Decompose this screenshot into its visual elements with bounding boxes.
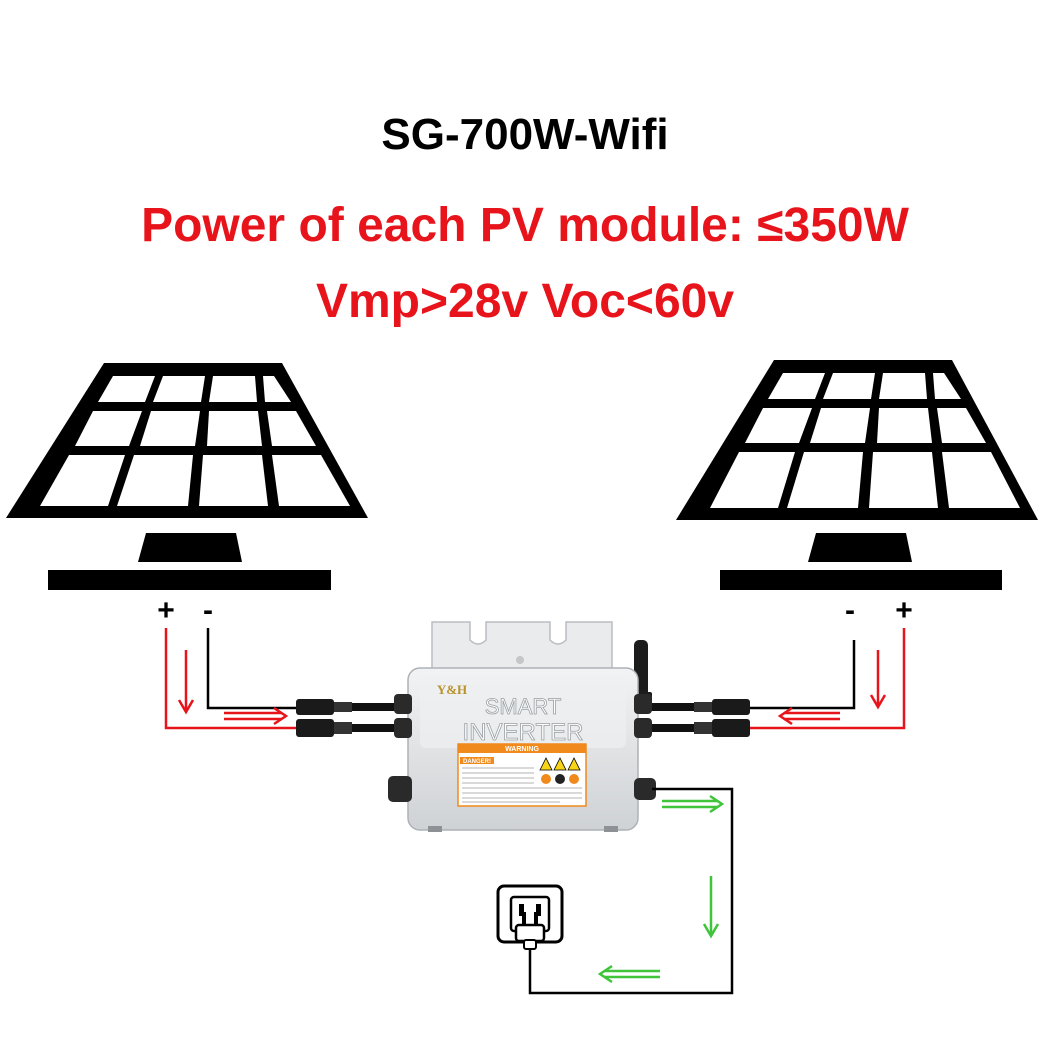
left-positive-wire [164,628,298,730]
inverter-label-line1: SMART [485,694,562,719]
left-plus-label: + [157,594,175,627]
right-dc-connectors [644,699,750,737]
right-positive-wire [748,628,906,730]
solar-panel-icon [6,363,368,590]
plug-icon [514,912,546,950]
model-title: SG-700W-Wifi [381,110,669,159]
left-minus-label: - [203,594,213,627]
right-plus-label: + [895,594,913,627]
spec-voltage: Vmp>28v Voc<60v [315,275,735,328]
solar-panel-icon [676,360,1038,590]
danger-label: DANGER! [463,759,491,765]
flow-arrow-icon [177,650,887,726]
inverter-brand: Y&H [437,682,467,697]
left-dc-connectors [296,699,402,737]
spec-power: Power of each PV module: ≤350W [141,199,909,252]
right-negative-wire [748,640,856,710]
warning-sticker [457,743,587,807]
inverter-label-line2: INVERTER [463,719,584,746]
right-minus-label: - [845,594,855,627]
left-negative-wire [206,628,298,710]
warning-header: WARNING [505,746,539,753]
flow-arrow-icon [597,794,725,984]
ac-output-wire [528,787,734,995]
